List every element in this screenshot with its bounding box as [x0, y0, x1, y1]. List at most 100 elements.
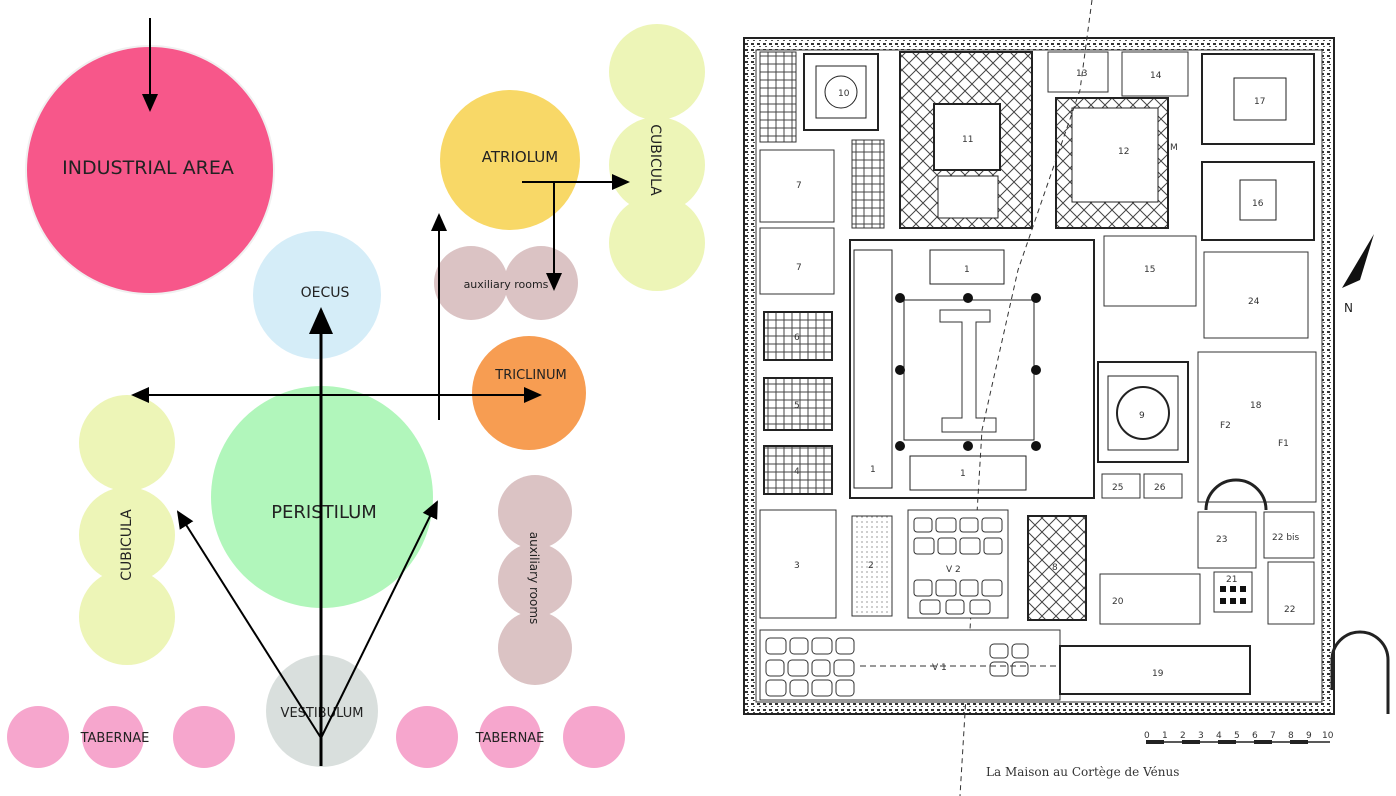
- room-7a-number: 7: [796, 181, 802, 191]
- room-14: [1121, 51, 1189, 97]
- room-15: [1103, 235, 1197, 307]
- room-10-number: 10: [838, 89, 850, 99]
- room-v2-label: V 2: [946, 565, 961, 575]
- cubicula-top-circle-2: [609, 117, 705, 213]
- room-20-number: 20: [1112, 597, 1124, 607]
- scale-tick-4: 4: [1216, 731, 1222, 741]
- room-22-number: 22: [1284, 605, 1295, 615]
- industrial-area-label: INDUSTRIAL AREA: [62, 157, 234, 179]
- room-9-inner: [1107, 375, 1179, 451]
- room-3: [759, 509, 837, 619]
- room-6: [763, 311, 833, 361]
- room-17-number: 17: [1254, 97, 1265, 107]
- room-1-left: [853, 249, 893, 489]
- room-7b: [759, 227, 835, 295]
- room-2-number: 2: [868, 561, 874, 571]
- plan-caption: La Maison au Cortège de Vénus: [986, 765, 1179, 779]
- auxiliary-top-circle-1: [434, 246, 508, 320]
- scale-tick-8: 8: [1288, 731, 1294, 741]
- room-24-number: 24: [1248, 297, 1260, 307]
- room-8-number: 8: [1052, 563, 1058, 573]
- room-25: [1101, 473, 1141, 499]
- room-5: [763, 377, 833, 431]
- arrow-vestibulum-right: [320, 500, 438, 739]
- tabernae-left-circle-3: [173, 706, 235, 768]
- room-5-number: 5: [794, 401, 800, 411]
- room-15-number: 15: [1144, 265, 1155, 275]
- cubicula-left-circle-1: [79, 395, 175, 491]
- scale-bar: 0 1 2 3 4 5 6 7 8 9 10: [1144, 731, 1334, 744]
- room-1-top: [929, 249, 1005, 285]
- room-12-inner: [1071, 107, 1159, 203]
- room-9-number: 9: [1139, 411, 1145, 421]
- room-22bis-number: 22 bis: [1272, 533, 1300, 543]
- north-arrow: [1342, 234, 1374, 288]
- room-11-tiles: [937, 175, 999, 219]
- room-grid-topleft: [759, 51, 797, 143]
- atriolum-label: ATRIOLUM: [482, 148, 558, 166]
- room-16-number: 16: [1252, 199, 1264, 209]
- scale-tick-1: 1: [1162, 731, 1168, 741]
- room-4: [763, 445, 833, 495]
- room-23: [1197, 511, 1257, 569]
- tabernae-right-circle-2: [479, 706, 541, 768]
- room-24: [1203, 251, 1309, 339]
- furnace-f1: F1: [1278, 439, 1289, 449]
- room-11-number: 11: [962, 135, 973, 145]
- scale-tick-0: 0: [1144, 731, 1150, 741]
- oecus-label: OECUS: [301, 285, 350, 301]
- triclinum-circle: [472, 336, 586, 450]
- room-18: [1197, 351, 1317, 503]
- auxiliary-top-circle-2: [504, 246, 578, 320]
- arrow-vestibulum-left: [176, 510, 322, 739]
- exterior-apse: [1330, 630, 1390, 714]
- scale-tick-2: 2: [1180, 731, 1186, 741]
- tabernae-left-circle-1: [7, 706, 69, 768]
- room-13: [1047, 51, 1109, 93]
- scale-tick-3: 3: [1198, 731, 1204, 741]
- room-19-number: 19: [1152, 669, 1164, 679]
- cubicula-top-label: CUBICULA: [647, 124, 663, 196]
- room-25-number: 25: [1112, 483, 1123, 493]
- scale-tick-9: 9: [1306, 731, 1312, 741]
- auxiliary-right-circle-3: [498, 611, 572, 685]
- tabernae-right-label: TABERNAE: [475, 731, 545, 746]
- triclinum-label: TRICLINUM: [494, 368, 566, 383]
- room-2: [851, 515, 893, 617]
- room-grid-col: [851, 139, 885, 229]
- room-22: [1267, 561, 1315, 625]
- cubicula-left-label: CUBICULA: [119, 509, 135, 581]
- room-9-basin: [1116, 386, 1170, 440]
- room-7a: [759, 149, 835, 223]
- room-19: [1059, 645, 1251, 695]
- vestibule-v1: [759, 629, 1061, 701]
- floor-plan: 10 11 13 14 12 M 17 16 7 7 6 5 4 1 1 1 1…: [743, 0, 1390, 796]
- room-26: [1143, 473, 1183, 499]
- room-1-top-number: 1: [964, 265, 970, 275]
- room-14-number: 14: [1150, 71, 1162, 81]
- peristilum-label: PERISTILUM: [271, 502, 377, 523]
- room-20: [1099, 573, 1201, 625]
- flow-arrows: [131, 18, 630, 766]
- auxiliary-right-circle-2: [498, 543, 572, 617]
- cubicula-left-circle-2: [79, 487, 175, 583]
- auxiliary-top-label: auxiliary rooms: [464, 278, 549, 291]
- tabernae-left-circle-2: [82, 706, 144, 768]
- room-8: [1027, 515, 1087, 621]
- tabernae-right-circle-3: [563, 706, 625, 768]
- room-26-number: 26: [1154, 483, 1166, 493]
- room-1-bottom: [909, 455, 1027, 491]
- auxiliary-right-label: auxiliary rooms: [527, 532, 541, 625]
- scale-tick-7: 7: [1270, 731, 1276, 741]
- peristyle-columns: [895, 293, 1041, 451]
- oecus-circle: [253, 231, 381, 359]
- room-v2-paving: [913, 517, 1003, 615]
- cubicula-top-circle-3: [609, 195, 705, 291]
- tabernae-left-label: TABERNAE: [80, 731, 150, 746]
- scale-tick-10: 10: [1322, 731, 1334, 741]
- functional-diagram: INDUSTRIAL AREA OECUS ATRIOLUM CUBICULA …: [7, 18, 705, 768]
- room-10-basin: [824, 75, 858, 109]
- scale-tick-6: 6: [1252, 731, 1258, 741]
- auxiliary-right-circle-1: [498, 475, 572, 549]
- room-10-inner: [815, 65, 867, 119]
